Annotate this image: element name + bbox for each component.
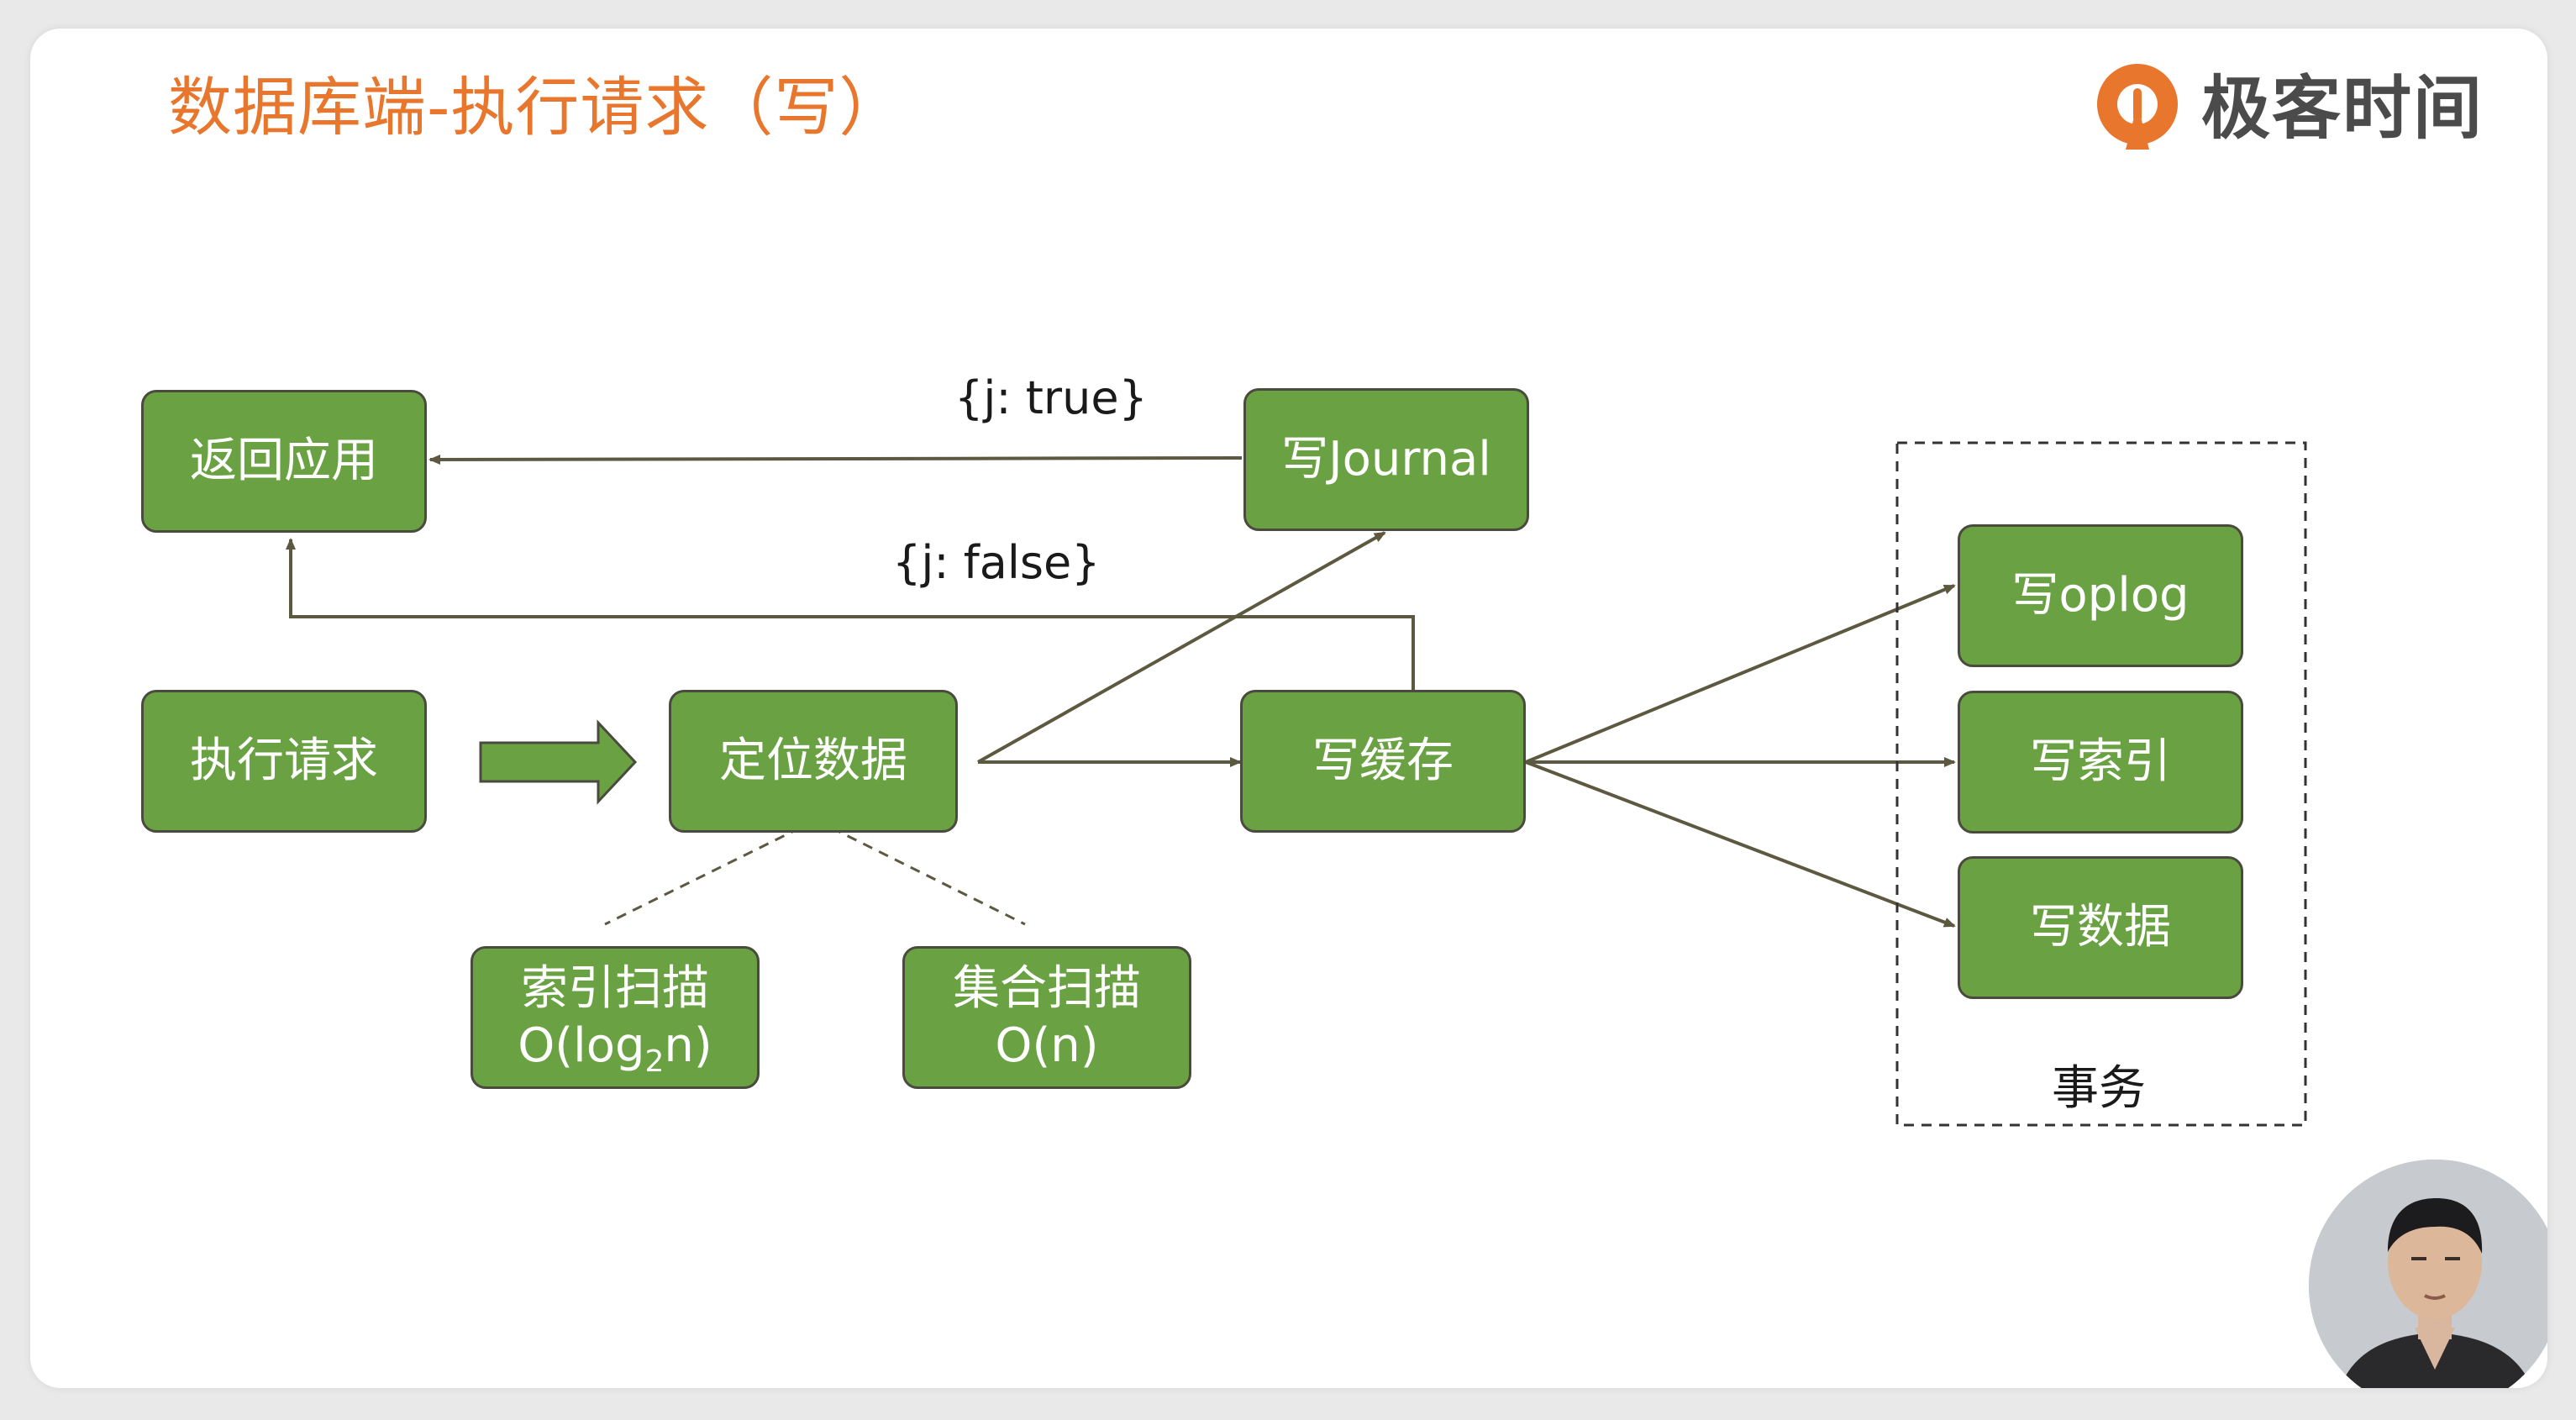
node-locate-data: 定位数据 — [669, 690, 958, 833]
geektime-logo-icon — [2097, 64, 2178, 150]
node-write-cache-label: 写缓存 — [1312, 734, 1454, 788]
node-index-scan-line1: 索引扫描 — [521, 961, 709, 1016]
edge-cache-to-oplog — [1525, 584, 1956, 764]
brand-name: 极客时间 — [2201, 69, 2484, 149]
node-write-journal-label: 写Journal — [1281, 432, 1491, 486]
edge-cache-to-return — [286, 538, 1415, 690]
node-return-app-label: 返回应用 — [190, 434, 378, 488]
transaction-group-border — [1895, 441, 2307, 1127]
slide: 数据库端-执行请求（写） 极客时间 — [30, 29, 2547, 1388]
node-write-index: 写索引 — [1958, 691, 2243, 834]
node-exec-request-label: 执行请求 — [190, 734, 378, 788]
node-exec-request: 执行请求 — [141, 690, 427, 833]
diagram-edges — [286, 441, 2307, 1127]
transaction-label: 事务 — [2052, 1061, 2146, 1116]
edge-locate-to-index-scan — [604, 818, 817, 926]
node-write-index-label: 写索引 — [2030, 734, 2171, 789]
block-arrow — [479, 719, 638, 805]
node-write-cache: 写缓存 — [1240, 690, 1526, 833]
edge-locate-to-journal — [977, 531, 1386, 764]
edge-label-j-false: {j: false} — [892, 536, 1101, 589]
node-collection-scan-line2: O(n) — [995, 1018, 1099, 1073]
brand-logo: 极客时间 — [2089, 50, 2526, 168]
node-collection-scan-line1: 集合扫描 — [953, 961, 1141, 1016]
node-write-oplog-label: 写oplog — [2011, 568, 2190, 623]
node-write-oplog: 写oplog — [1958, 524, 2243, 667]
presenter-icon — [2309, 1160, 2547, 1388]
node-index-scan-line2: O(log2n) — [518, 1018, 712, 1080]
edge-cache-to-data — [1525, 760, 1956, 928]
slide-title: 数据库端-执行请求（写） — [168, 70, 904, 145]
node-write-data-label: 写数据 — [2030, 900, 2171, 955]
node-write-data: 写数据 — [1958, 856, 2243, 999]
edge-locate-to-collection-scan — [815, 818, 1026, 926]
node-collection-scan: 集合扫描 O(n) — [902, 946, 1191, 1089]
node-locate-data-label: 定位数据 — [719, 734, 907, 788]
edge-label-j-true: {j: true} — [954, 371, 1148, 424]
presenter-avatar — [2309, 1160, 2547, 1388]
node-index-scan: 索引扫描 O(log2n) — [471, 946, 760, 1089]
node-return-app: 返回应用 — [141, 390, 427, 533]
edge-journal-to-return — [428, 454, 1243, 465]
node-write-journal: 写Journal — [1243, 388, 1529, 531]
